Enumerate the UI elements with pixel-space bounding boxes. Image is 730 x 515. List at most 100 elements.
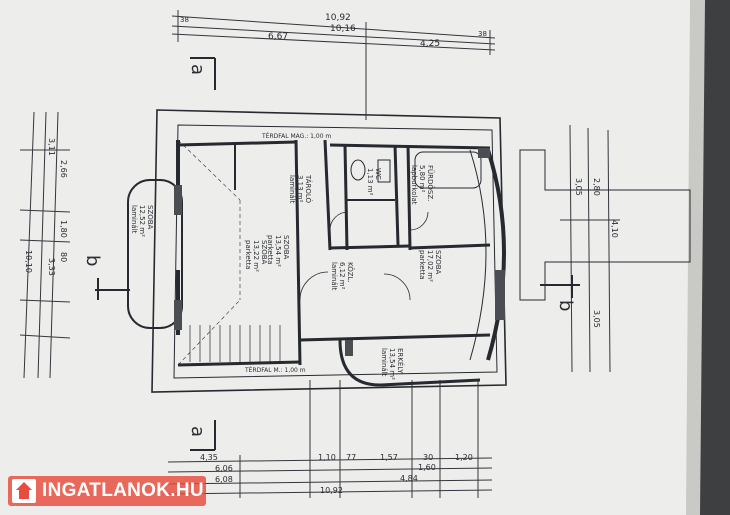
dim-line-top-3 (171, 33, 496, 51)
bathtub-icon (414, 151, 482, 189)
room-kozl: KÖZL. 6,12 m² laminált (330, 262, 355, 291)
section-b-left-label: b (82, 255, 103, 266)
bay-window-right (486, 149, 506, 361)
svg-text:KÖZL.: KÖZL. (346, 262, 355, 283)
dim-left-b: 2,66 (59, 160, 68, 178)
wall-7 (409, 243, 491, 250)
svg-text:parketta: parketta (266, 235, 274, 265)
svg-text:13,54 m²: 13,54 m² (274, 235, 282, 267)
svg-text:FÜRDŐSZ.: FÜRDŐSZ. (426, 165, 435, 201)
room-szoba-2: SZOBA 13,22 m² parketta (244, 240, 268, 272)
dim-line-right-3 (607, 129, 611, 373)
dim-line-bottom-1 (167, 457, 493, 463)
terdfal-top-label: TÉRDFAL MAG.: 1,00 m (261, 132, 331, 140)
section-a-bottom-label: a (187, 426, 208, 437)
dim-bottom-b: 1,10 (318, 453, 336, 462)
svg-text:laminált: laminált (330, 262, 338, 291)
door-arc-3 (329, 211, 349, 231)
svg-text:6,12 m²: 6,12 m² (338, 262, 346, 290)
svg-text:TÁROLÓ: TÁROLÓ (304, 174, 313, 204)
dim-right-c: 4,10 (610, 220, 619, 238)
room-tarolo: TÁROLÓ 3,13 m² laminált (288, 174, 313, 204)
staircase (189, 325, 281, 362)
svg-text:laminált: laminált (130, 205, 138, 234)
dim-bottom-d: 1,57 (380, 453, 398, 462)
svg-text:12,52 m²: 12,52 m² (138, 205, 146, 237)
svg-text:1,13 m²: 1,13 m² (366, 168, 374, 196)
dim-top-total: 10,92 (325, 13, 351, 23)
svg-text:13,54 m²: 13,54 m² (388, 348, 396, 380)
dim-bottom-g: 6,06 (215, 464, 233, 473)
dim-top-edge-r: 38 (478, 30, 487, 38)
svg-text:SZOBA: SZOBA (434, 250, 442, 275)
dim-right-d: 3,05 (592, 310, 601, 328)
door-arc-4 (409, 211, 429, 231)
dim-line-bottom-4 (167, 489, 493, 495)
wall-3 (343, 144, 349, 251)
svg-text:laminált: laminált (380, 348, 388, 377)
roof-outline (151, 109, 507, 393)
dim-bottom-e: 30 (423, 453, 433, 462)
svg-text:lapburkolat: lapburkolat (410, 165, 418, 205)
wall-4 (393, 144, 400, 246)
toilet-icon (350, 159, 366, 181)
svg-text:laminált: laminált (288, 175, 296, 204)
dim-left-c: 1,80 (59, 220, 68, 238)
bay-window-left (127, 179, 183, 329)
dim-left-f: 10,10 (24, 250, 33, 273)
svg-text:parketta: parketta (244, 240, 252, 270)
svg-text:parketta: parketta (418, 250, 426, 280)
dim-line-left-2 (37, 111, 47, 379)
dim-line-top-1 (171, 15, 496, 39)
dim-line-left-1 (23, 111, 35, 379)
room-szoba-3: SZOBA 13,54 m² parketta (266, 235, 290, 267)
dim-bottom-h: 4,84 (400, 474, 418, 483)
wall-2 (323, 139, 332, 251)
dim-line-left-3 (49, 111, 59, 379)
svg-text:17,02 m²: 17,02 m² (426, 250, 434, 282)
door-arc-1 (299, 271, 329, 301)
room-erkely: ERKÉLY 13,54 m² laminált (380, 348, 405, 380)
svg-text:13,22 m²: 13,22 m² (252, 240, 260, 272)
svg-text:WC: WC (374, 168, 382, 180)
svg-text:ERKÉLY: ERKÉLY (396, 348, 405, 374)
door-arc-2 (383, 273, 411, 301)
dim-right-b: 2,80 (592, 178, 601, 196)
dim-line-bottom-2 (167, 467, 493, 473)
dim-bottom-c: 77 (346, 453, 356, 462)
room-furdoszoba: FÜRDŐSZ. 5,80 m² lapburkolat (410, 165, 435, 205)
dim-top-inner: 10,16 (330, 24, 356, 34)
section-a-top-label: a (187, 64, 208, 75)
knee-wall-line (173, 124, 498, 379)
wall-1 (294, 139, 302, 366)
dim-top-left: 6,67 (268, 32, 288, 42)
dim-bottom-a: 4,35 (200, 453, 218, 462)
wall-5 (406, 144, 412, 251)
dim-bottom-j: 6,08 (215, 475, 233, 484)
dim-top-right: 4,25 (420, 39, 440, 49)
terdfal-bottom-label: TÉRDFAL M.: 1,00 m (244, 366, 306, 374)
room-szoba-1: SZOBA 12,52 m² laminált (130, 205, 154, 237)
dim-line-right-2 (587, 127, 591, 373)
room-szoba-4: SZOBA 17,02 m² parketta (418, 250, 442, 282)
room-wc: WC 1,13 m² (366, 168, 382, 196)
balcony-curve (338, 339, 481, 387)
svg-text:SZOBA: SZOBA (260, 240, 268, 265)
dim-line-right-1 (569, 124, 573, 373)
svg-text:5,80 m²: 5,80 m² (418, 165, 426, 193)
dim-left-e: 3,33 (47, 258, 56, 276)
watermark-badge: INGATLANOK.HU (8, 476, 206, 506)
dim-left-d: 80 (59, 252, 68, 262)
dim-line-bottom-3 (167, 479, 493, 485)
extension-outline (519, 149, 691, 301)
watermark-text: INGATLANOK.HU (42, 480, 204, 501)
dim-bottom-k: 10,92 (320, 486, 343, 495)
dim-bottom-f: 1,20 (455, 453, 473, 462)
svg-text:SZOBA: SZOBA (282, 235, 290, 260)
dim-top-edge-l: 38 (180, 16, 189, 24)
dim-bottom-i: 1,60 (418, 463, 436, 472)
sink-icon (377, 159, 391, 183)
